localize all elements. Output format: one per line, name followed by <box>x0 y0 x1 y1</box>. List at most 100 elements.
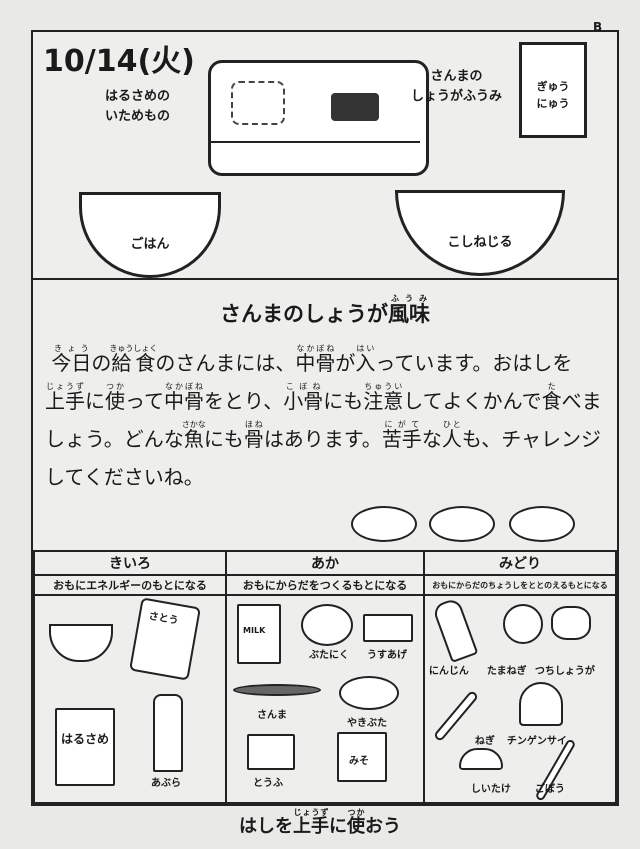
divider <box>33 278 617 280</box>
yellow-foods: さとう はるさめ あぶら <box>32 594 228 804</box>
miso-icon: みそ <box>337 732 388 782</box>
tray-divider <box>211 141 420 143</box>
furigana: た <box>541 382 562 391</box>
date: 10/14(火) <box>43 44 195 79</box>
oil-bottle-icon <box>153 694 183 772</box>
carrot-icon <box>431 597 479 663</box>
title-kanji: 風味 <box>388 302 430 326</box>
body-text: の <box>91 351 112 375</box>
rice-bowl-illustration: ごはん <box>79 192 221 278</box>
furigana: つか <box>105 382 125 391</box>
kanji: 魚 <box>181 427 206 451</box>
furigana: はい <box>355 344 376 353</box>
milk-carton-illustration: ぎゅう にゅう <box>519 42 587 138</box>
food-label: しいたけ <box>470 784 511 795</box>
food-label: ねぎ <box>474 736 495 747</box>
furigana: きょう <box>51 344 92 353</box>
ruby-word: 苦手にがて <box>381 420 422 451</box>
food-groups-table: きいろあかみどり おもにエネルギーのもとになるおもにからだをつくるもとになるおも… <box>32 550 618 804</box>
ruby-word: 中骨なかぼね <box>164 382 204 413</box>
food-label: たまねぎ <box>486 666 527 677</box>
ruby-word: 使つか <box>105 382 125 413</box>
body-text: のさんまには、 <box>155 351 296 375</box>
food-label: さとう <box>147 610 180 627</box>
milk-label: ぎゅう にゅう <box>536 80 570 110</box>
body-text: が <box>335 351 356 375</box>
kanji: 骨 <box>243 427 264 451</box>
article-title: さんまのしょうが風味ふうみ <box>33 294 617 328</box>
title-ruby: ふうみ <box>388 294 430 303</box>
food-label: うすあげ <box>367 650 408 661</box>
food-label: チンゲンサイ <box>506 736 567 747</box>
body-text: も、チャレンジしてくださいね。 <box>45 427 602 489</box>
furigana: ほね <box>243 420 264 429</box>
shiitake-icon <box>458 748 503 770</box>
group-yellow: きいろ <box>32 550 228 576</box>
ruby-word: 今日きょう <box>51 344 91 375</box>
furigana: こぼね <box>283 382 324 391</box>
kanji: 給食 <box>109 351 158 375</box>
milk-icon: MILK <box>237 604 282 664</box>
ruby-word: 入はい <box>355 344 375 375</box>
food-label: さんま <box>257 710 288 721</box>
ruby-word: 中骨なかぼね <box>295 344 336 375</box>
food-label: あぶら <box>151 778 181 789</box>
food-label: にんじん <box>428 666 469 677</box>
soup-label: こしねじる <box>447 235 513 250</box>
body-text: してよくかんで <box>403 389 542 413</box>
food-label: MILK <box>243 626 266 635</box>
lunch-sheet: 10/14(火) B はるさめの いためもの さんまの しょうがふうみ ぎゅう … <box>31 20 619 806</box>
ruby-word: 魚さかな <box>181 420 206 451</box>
green-foods: にんじん たまねぎ つちしょうが ねぎ チンゲンサイ しいたけ ごぼう <box>422 594 618 804</box>
body-text: べましょう。どんな <box>45 389 602 451</box>
onion-icon <box>502 604 543 644</box>
rice-label: ごはん <box>130 237 170 252</box>
plate-icon <box>509 506 575 542</box>
kanji: 中骨 <box>164 389 204 413</box>
furigana: きゅうしょく <box>109 344 158 353</box>
footer-ruby: じょうず <box>293 808 329 817</box>
group-red: あか <box>225 550 425 576</box>
group-green: みどり <box>422 550 618 576</box>
furigana: ひと <box>441 420 462 429</box>
dish-sanma: さんまの しょうがふうみ <box>411 69 503 104</box>
article-body: 今日きょうの給食きゅうしょくのさんまには、中骨なかぼねが入はいっています。おはし… <box>45 344 610 496</box>
ruby-word: 食た <box>542 382 562 413</box>
title-text: さんまのしょうが <box>220 302 388 326</box>
chingensai-icon <box>518 682 563 726</box>
ruby-word: 注意ちゅうい <box>363 382 404 413</box>
kanji: 人 <box>441 427 462 451</box>
food-label: ごぼう <box>534 784 565 795</box>
kanji: 中骨 <box>295 351 336 375</box>
food-label: はるさめ <box>61 732 110 746</box>
sugar-bag-icon: さとう <box>129 597 201 681</box>
harusame-pack-icon: はるさめ <box>55 708 115 786</box>
tofu-icon <box>247 734 296 770</box>
ruby-word: 骨ほね <box>243 420 264 451</box>
footer-kanji: 使 <box>347 816 365 837</box>
group-red-desc: おもにからだをつくるもとになる <box>225 574 425 596</box>
food-label: つちしょうが <box>534 666 595 677</box>
corner-mark: B <box>593 20 603 34</box>
ginger-icon <box>550 606 591 640</box>
furigana: じょうず <box>45 382 85 391</box>
pork-icon <box>301 604 354 646</box>
kanji: 小骨 <box>283 389 324 413</box>
red-foods: MILK ぶたにく うすあげ さんま やきぶた とうふ みそ <box>225 594 425 804</box>
footer-slogan: はしを上手じょうずに使つかおう <box>0 808 640 838</box>
food-label: とうふ <box>253 778 284 789</box>
sanma-icon <box>233 684 322 696</box>
group-yellow-desc: おもにエネルギーのもとになる <box>32 574 228 596</box>
rice-icon <box>49 624 113 662</box>
kanji: 使 <box>105 389 125 413</box>
kanji: 注意 <box>363 389 404 413</box>
furigana: なかぼね <box>164 382 204 391</box>
kanji: 上手 <box>45 389 85 413</box>
footer-ruby: つか <box>347 808 365 817</box>
sanma-illustration <box>331 93 379 121</box>
footer-text: はしを <box>239 816 293 837</box>
furigana: にがて <box>381 420 422 429</box>
body-text: にも <box>323 389 364 413</box>
food-label: やきぶた <box>347 718 388 729</box>
kanji: 苦手 <box>381 427 422 451</box>
